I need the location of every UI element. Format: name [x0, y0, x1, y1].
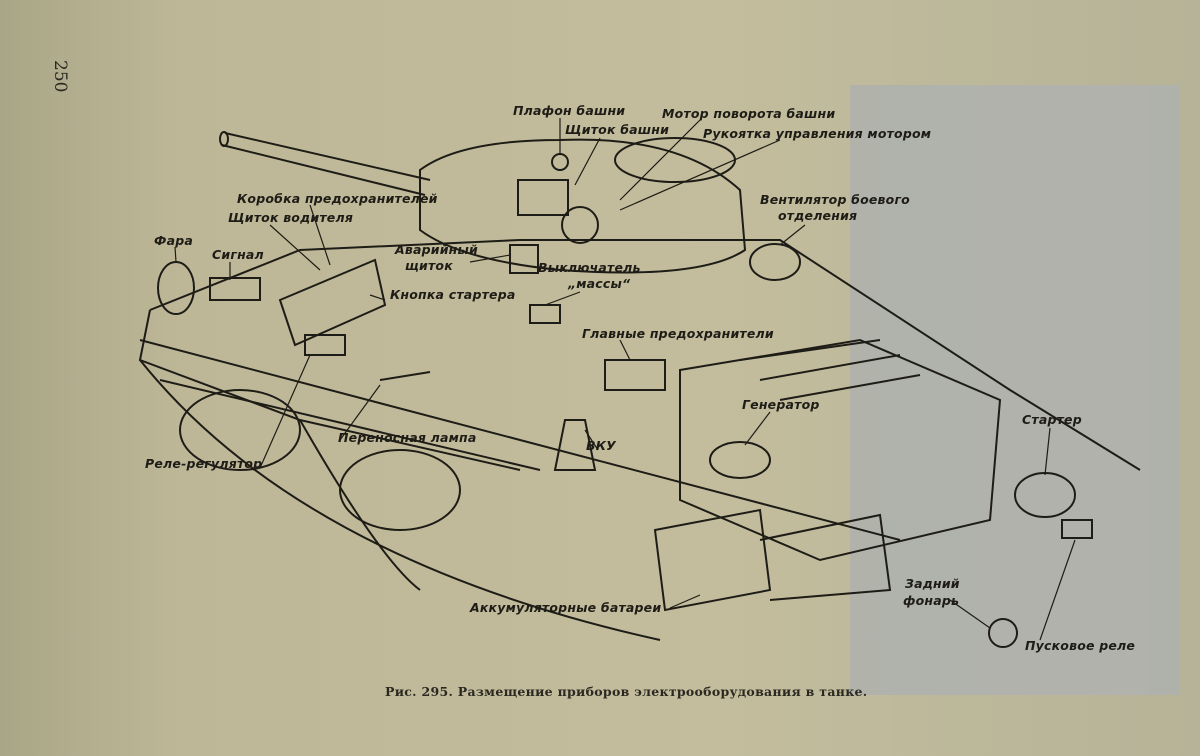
label-turret-lamp: Плафон башни — [513, 103, 626, 118]
headlight-shape — [157, 261, 195, 315]
label-mass-switch-1: Выключатель — [538, 260, 641, 275]
mass-switch-shape — [529, 304, 561, 324]
horn-shape — [209, 277, 261, 301]
components — [157, 153, 1093, 648]
label-main-fuses: Главные предохранители — [582, 326, 774, 341]
batteries-shape — [653, 508, 892, 612]
label-motor-handle: Рукоятка управления мотором — [703, 126, 932, 141]
label-starter: Стартер — [1022, 412, 1082, 427]
label-starter-button: Кнопка стартера — [390, 287, 516, 302]
label-driver-panel: Щиток водителя — [228, 210, 354, 225]
leader-lines — [174, 118, 1076, 641]
label-fan-2: отделения — [778, 208, 858, 223]
portable-lamp-shape — [379, 371, 431, 381]
label-horn: Сигнал — [212, 247, 264, 262]
label-vku: ВКУ — [586, 438, 616, 453]
engine — [679, 338, 1002, 562]
hull — [138, 239, 1141, 641]
label-turret-panel: Щиток башни — [565, 122, 670, 137]
tail-light-shape — [988, 618, 1018, 648]
label-fan-1: Вентилятор боевого — [760, 192, 910, 207]
label-portable-lamp: Переносная лампа — [338, 430, 477, 445]
turret-lamp-shape — [551, 153, 569, 171]
label-headlight: Фара — [154, 233, 194, 248]
start-relay-shape — [1061, 519, 1093, 539]
label-batteries: Аккумуляторные батареи — [470, 600, 662, 615]
starter-shape — [1014, 472, 1076, 518]
label-start-relay: Пусковое реле — [1025, 638, 1136, 653]
label-mass-switch-2: „массы“ — [568, 276, 631, 291]
emergency-panel-shape — [509, 244, 539, 274]
label-relay-regulator: Реле-регулятор — [145, 456, 263, 471]
label-tail-light-2: фонарь — [903, 593, 960, 608]
label-generator: Генератор — [742, 397, 820, 412]
label-emergency-panel-1: Аварийный — [395, 242, 478, 257]
fan-shape — [749, 243, 801, 281]
turret-motor-shape — [561, 206, 599, 244]
vku-shape — [553, 419, 597, 471]
label-tail-light-1: Задний — [905, 576, 960, 591]
label-fuse-box: Коробка предохранителей — [237, 191, 438, 206]
driver-panel-shape — [278, 258, 387, 347]
label-turret-motor: Мотор поворота башни — [662, 106, 836, 121]
gun-barrel — [219, 131, 431, 196]
label-emergency-panel-2: щиток — [405, 258, 453, 273]
turret-panel-shape — [517, 179, 569, 216]
main-fuses-shape — [604, 359, 666, 391]
figure-caption: Рис. 295. Размещение приборов электрообо… — [385, 684, 868, 699]
generator-shape — [709, 441, 771, 479]
background-shading — [850, 85, 1180, 695]
relay-regulator-shape — [304, 334, 346, 356]
